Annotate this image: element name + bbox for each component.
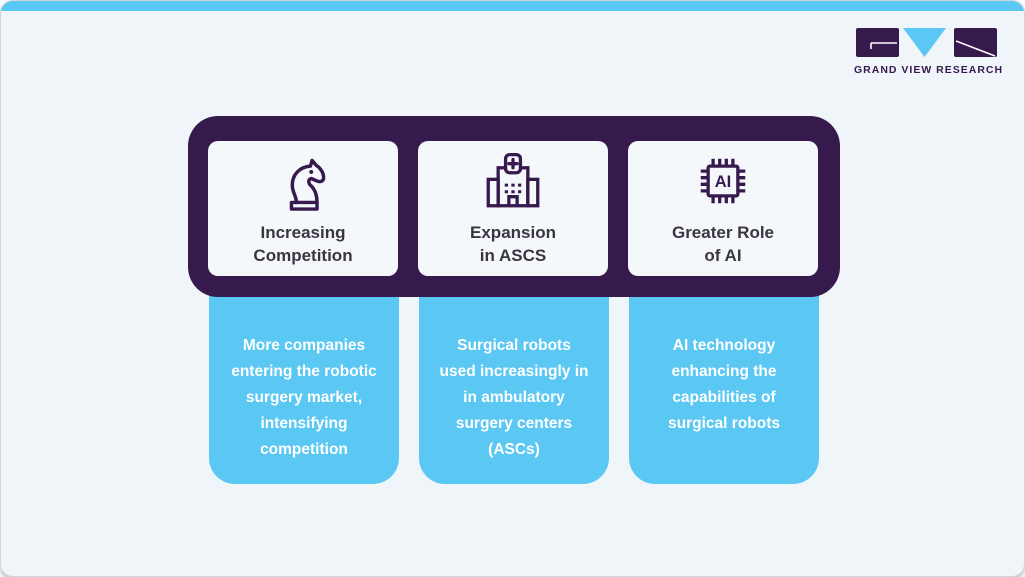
- detail-text: More companies entering the robotic surg…: [231, 337, 377, 458]
- tile-title: Greater Role of AI: [671, 223, 775, 265]
- ai-chip-label: AI: [715, 173, 732, 191]
- detail-text: AI technology enhancing the capabilities…: [668, 337, 780, 432]
- tile-expansion-in-ascs: Expansion in ASCS: [418, 141, 608, 276]
- tile-title: Expansion in ASCS: [470, 223, 556, 265]
- detail-card-expansion-in-ascs: Surgical robots used increasingly in in …: [419, 291, 609, 484]
- factors-header-panel: Increasing Competition Expansion in ASCS: [188, 116, 840, 297]
- grand-view-research-logo: GRAND VIEW RESEARCH: [854, 27, 1004, 76]
- chess-knight-icon: [269, 147, 337, 215]
- top-accent-bar: [1, 1, 1024, 11]
- detail-text: Surgical robots used increasingly in in …: [439, 337, 589, 458]
- hospital-icon: [479, 147, 547, 215]
- detail-card-increasing-competition: More companies entering the robotic surg…: [209, 291, 399, 484]
- detail-card-greater-role-of-ai: AI technology enhancing the capabilities…: [629, 291, 819, 484]
- logo-wordmark: GRAND VIEW RESEARCH: [854, 64, 1004, 76]
- tile-greater-role-of-ai: AI Greater Role of AI: [628, 141, 818, 276]
- tile-title: Increasing Competition: [253, 223, 353, 265]
- gvr-logo-icon: [856, 28, 997, 57]
- ai-chip-icon: AI: [689, 147, 757, 215]
- tile-increasing-competition: Increasing Competition: [208, 141, 398, 276]
